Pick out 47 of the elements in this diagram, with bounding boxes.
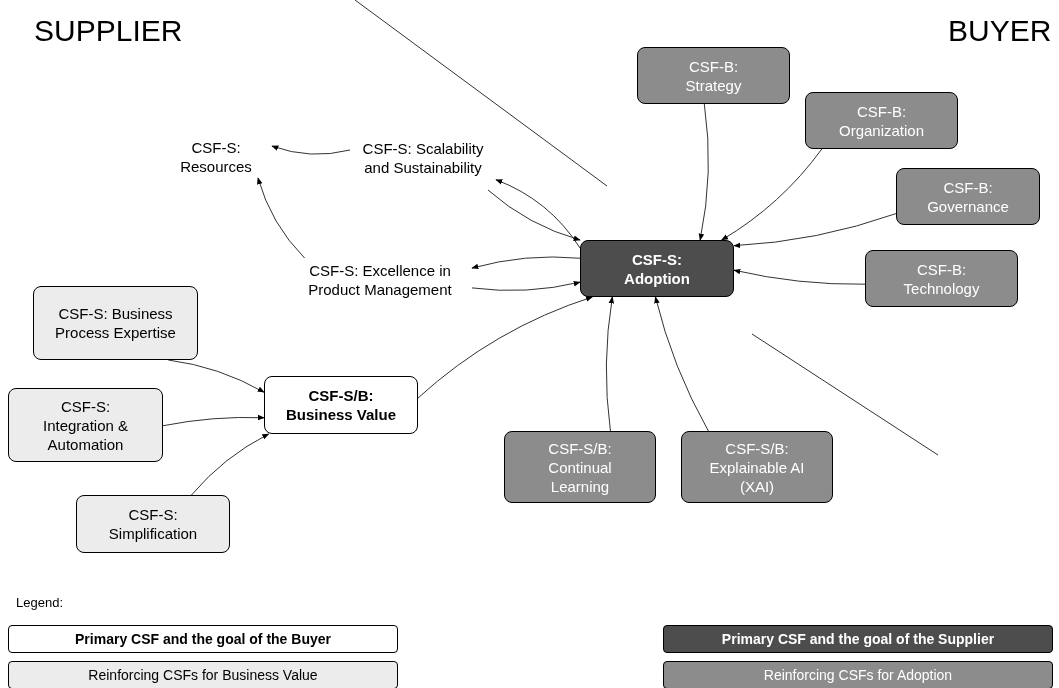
factor-text: CSF-B: Organization bbox=[837, 101, 926, 140]
arrow bbox=[487, 189, 581, 241]
side-heading: SUPPLIER bbox=[34, 16, 183, 46]
arrow bbox=[257, 177, 306, 259]
legend-item: Primary CSF and the goal of the Supplier bbox=[663, 625, 1053, 653]
arrow bbox=[721, 148, 823, 241]
factor-box bbox=[8, 388, 163, 462]
factor-box bbox=[865, 250, 1018, 307]
factor-box bbox=[264, 376, 418, 434]
factor-box bbox=[580, 240, 734, 297]
factor-box bbox=[33, 286, 198, 360]
side-heading: BUYER bbox=[948, 16, 1052, 46]
arrow bbox=[605, 296, 615, 432]
factor-box bbox=[681, 431, 833, 503]
factor-text: CSF-B: Governance bbox=[926, 177, 1010, 216]
factor-text: CSF-S/B: Business Value bbox=[284, 386, 398, 424]
factor-box bbox=[805, 92, 958, 149]
arrow bbox=[471, 256, 581, 270]
factor-text: CSF-B: Strategy bbox=[684, 56, 743, 95]
arrow bbox=[471, 280, 581, 291]
factor-box bbox=[76, 495, 230, 553]
factor-box bbox=[504, 431, 656, 503]
factor-box bbox=[637, 47, 790, 104]
legend-title: Legend: bbox=[16, 596, 63, 609]
factor-text: CSF-S: Scalability and Sustainability bbox=[362, 139, 484, 177]
arrow bbox=[271, 145, 351, 155]
arrow bbox=[417, 296, 593, 399]
arrow bbox=[162, 414, 265, 427]
factor-text: CSF-S: Integration & Automation bbox=[41, 396, 130, 454]
arrow bbox=[191, 433, 270, 496]
arrow bbox=[698, 103, 709, 241]
arrow bbox=[654, 296, 709, 432]
factor-text: CSF-B: Technology bbox=[902, 259, 981, 298]
legend-item: Reinforcing CSFs for Adoption bbox=[663, 661, 1053, 688]
arrow bbox=[495, 179, 581, 249]
factor-text: CSF-S: Business Process Expertise bbox=[54, 304, 177, 342]
factor-text: CSF-S: Excellence in Product Management bbox=[307, 261, 453, 299]
legend-item: Reinforcing CSFs for Business Value bbox=[8, 661, 398, 688]
factor-box bbox=[896, 168, 1040, 225]
factor-text: CSF-S: Resources bbox=[179, 138, 253, 176]
arrow bbox=[733, 268, 866, 285]
factor-text: CSF-S/B: Continual Learning bbox=[547, 438, 613, 496]
factor-text: CSF-S: Simplification bbox=[107, 505, 199, 543]
arrow bbox=[733, 213, 897, 249]
factor-text: CSF-S: Adoption bbox=[623, 249, 691, 288]
legend-item: Primary CSF and the goal of the Buyer bbox=[8, 625, 398, 653]
factor-text: CSF-S/B: Explainable AI (XAI) bbox=[708, 438, 806, 496]
